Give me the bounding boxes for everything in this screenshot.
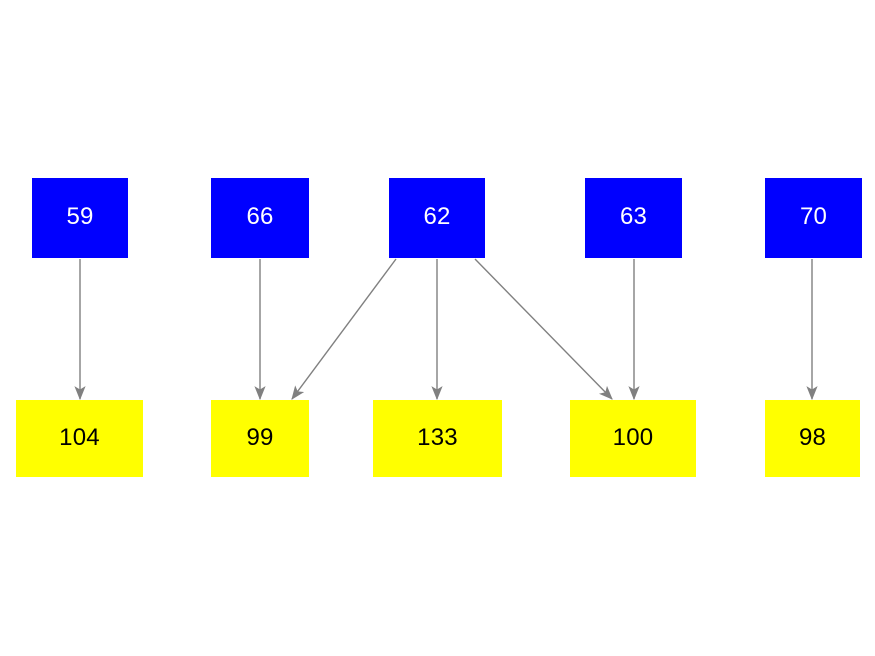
target-node-100[interactable]: 100 — [570, 400, 696, 477]
source-node-63[interactable]: 63 — [585, 178, 682, 258]
source-node-70[interactable]: 70 — [765, 178, 862, 258]
source-node-66[interactable]: 66 — [211, 178, 309, 258]
node-label: 99 — [246, 423, 274, 451]
node-label: 70 — [799, 203, 828, 230]
node-label: 66 — [246, 203, 274, 230]
node-label: 59 — [66, 203, 94, 230]
node-label: 63 — [619, 203, 648, 230]
target-node-98[interactable]: 98 — [765, 400, 860, 477]
target-node-99[interactable]: 99 — [211, 400, 309, 477]
node-label: 62 — [423, 203, 451, 230]
node-label: 98 — [798, 423, 827, 451]
target-node-133[interactable]: 133 — [373, 400, 502, 477]
edges-group — [74, 258, 818, 401]
source-node-62[interactable]: 62 — [389, 178, 485, 258]
target-node-104[interactable]: 104 — [16, 400, 143, 477]
node-label: 133 — [417, 423, 458, 451]
node-label: 104 — [59, 423, 100, 451]
edge-s62-to-t99 — [291, 258, 397, 400]
source-node-59[interactable]: 59 — [32, 178, 128, 258]
node-label: 100 — [612, 423, 654, 451]
edge-s62-to-t100 — [474, 258, 613, 400]
